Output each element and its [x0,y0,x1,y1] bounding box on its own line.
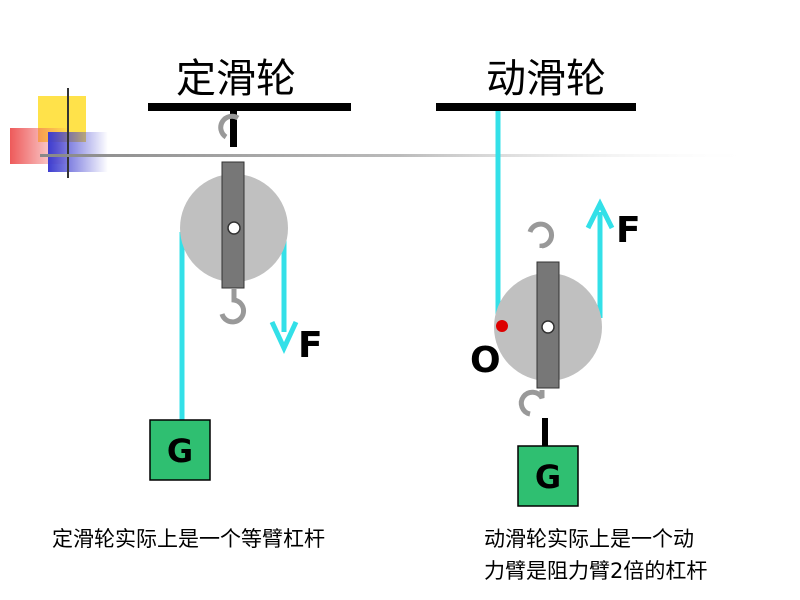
fixed-pulley-axle [227,221,241,235]
movable-pulley-top-hook [527,221,555,249]
movable-pulley-caption-line1: 动滑轮实际上是一个动 [484,527,694,551]
corner-decoration [10,88,760,178]
fixed-pulley-figure: 定滑轮 F G [148,56,351,481]
fulcrum-label: O [470,340,501,381]
fixed-pulley-caption: 定滑轮实际上是一个等臂杠杆 [52,527,325,551]
movable-pulley-force-arrow [585,198,615,230]
deco-blue-square [48,132,108,172]
movable-pulley-bottom-hook [518,389,545,417]
movable-pulley-title: 动滑轮 [486,56,606,102]
fixed-pulley-top-hook [218,113,240,140]
movable-pulley-weight-box [517,445,579,507]
fixed-pulley-weight-box [149,419,211,481]
fixed-pulley-ceiling [148,103,351,111]
movable-pulley-force-label: F [616,210,641,251]
fixed-pulley-weight-label: G [167,432,193,470]
movable-pulley-axle [541,320,555,334]
movable-pulley-weight-rod [542,418,548,446]
movable-pulley-caption-line2: 力臂是阻力臂2倍的杠杆 [484,559,707,583]
fixed-pulley-title: 定滑轮 [176,56,296,102]
movable-pulley-weight-label: G [535,458,561,496]
fulcrum-point [496,320,508,332]
fixed-pulley-force-arrow [269,320,299,354]
movable-pulley-figure: 动滑轮 F O G [436,56,641,507]
fixed-pulley-suspension-rod [230,111,237,147]
movable-pulley-ceiling [436,103,636,111]
fixed-pulley-force-label: F [298,325,323,366]
deco-horizontal-line [40,154,760,157]
fixed-pulley-bottom-hook [219,288,247,325]
